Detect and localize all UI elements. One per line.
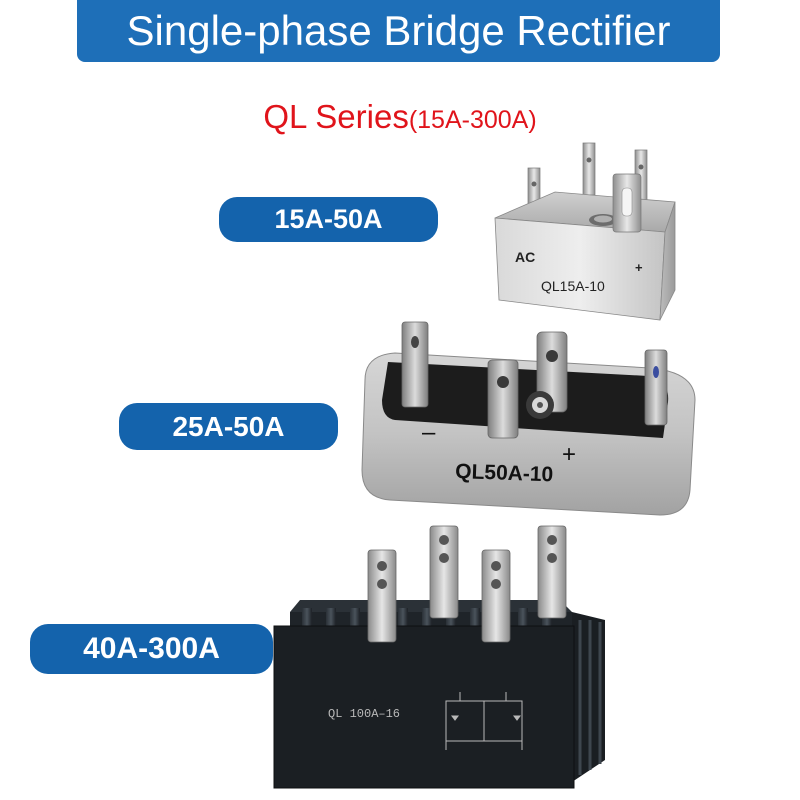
terminal-plus-label: + — [562, 441, 576, 468]
bridge-circuit-diagram — [445, 692, 523, 750]
model-label-ql100a: QL 100A–16 — [328, 707, 400, 721]
range-badge-large: 40A-300A — [30, 624, 273, 674]
series-range: (15A-300A) — [408, 106, 537, 134]
rectifier-ql100a-image: QL 100A–16 — [273, 525, 605, 789]
series-subtitle: QL Series(15A-300A) — [0, 98, 800, 136]
rectifier-ql15a-image: AC + QL15A-10 — [494, 142, 676, 321]
model-label-ql50a: QL50A-10 — [455, 460, 554, 486]
terminal-ac-label: AC — [515, 249, 535, 265]
series-name: QL Series — [263, 98, 409, 135]
range-badge-small: 15A-50A — [219, 197, 438, 242]
rectifier-ql50a-image: – + QL50A-10 — [361, 321, 696, 516]
terminal-minus-label: – — [422, 419, 436, 446]
terminal-plus-label: + — [635, 260, 643, 275]
title-banner: Single-phase Bridge Rectifier — [77, 0, 720, 62]
range-badge-medium: 25A-50A — [119, 403, 338, 450]
model-label-ql15a: QL15A-10 — [541, 278, 605, 294]
page-title: Single-phase Bridge Rectifier — [126, 7, 671, 54]
